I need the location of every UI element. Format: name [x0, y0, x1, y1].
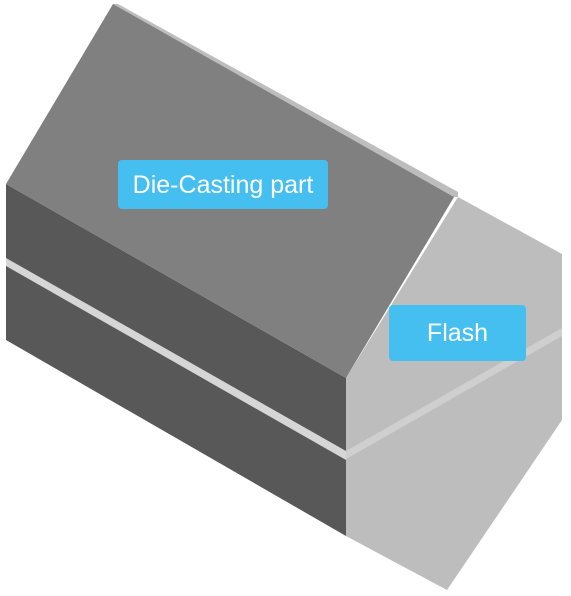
- die-casting-part-label: Die-Casting part: [132, 171, 314, 199]
- flash-label-box: [389, 305, 526, 361]
- parting-line: [6, 258, 346, 460]
- flash-label: Flash: [426, 319, 489, 347]
- part-top-edge: [113, 4, 458, 197]
- part-label-box: [118, 160, 328, 209]
